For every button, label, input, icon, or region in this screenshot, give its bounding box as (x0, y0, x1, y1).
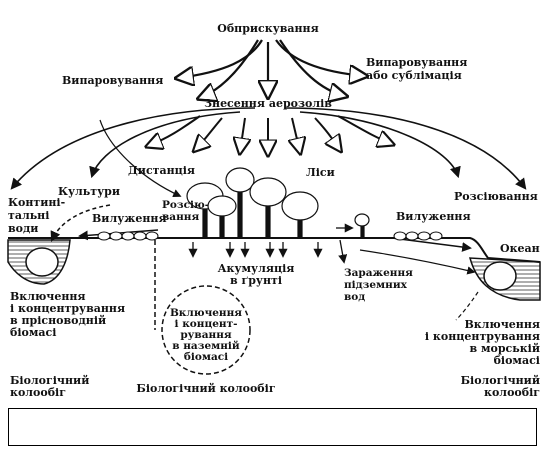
crops-to-water-dashed (50, 204, 111, 242)
terrestrial-inclusion-2: і концент- (175, 318, 238, 330)
accumulation-label-1: Акумуляція (218, 262, 295, 275)
groundwater-to-ocean-arrow (359, 249, 476, 275)
leaching-left-label: Вилуження (92, 212, 167, 225)
contamination-label-3: вод (344, 291, 365, 303)
continental-waters-label-1: Контині- (8, 196, 65, 209)
dispersal-left-label-1: Розсію- (162, 199, 209, 211)
marine-inclusion-3: в морській (469, 342, 540, 355)
contamination-arrow (338, 239, 348, 264)
crop-bumps-left (97, 231, 159, 241)
continental-water-basin (7, 239, 71, 285)
continental-waters-label-2: тальні (8, 209, 49, 222)
aerosol-drift-label: Знесення аерозолів (204, 97, 332, 110)
soil-arrows (188, 223, 354, 258)
spray-fan-arrows (178, 39, 365, 98)
bio-cycle-right-1: Біологічний (461, 374, 540, 387)
forest-trees (186, 167, 370, 239)
bio-cycle-center: Біологічний колообіг (136, 382, 275, 395)
ocean-basin (469, 257, 541, 301)
leaching-right-label: Вилуження (396, 210, 471, 223)
ground-line (7, 237, 541, 263)
bio-cycle-left-1: Біологічний (10, 374, 89, 387)
contamination-label-1: Зараження (344, 267, 413, 279)
terrestrial-inclusion-1: Включення (170, 307, 242, 319)
evaporation-left-label: Випаровування (62, 74, 163, 87)
dispersal-right-label: Розсіювання (454, 190, 538, 203)
evaporation-right-label-2: або сублімація (366, 69, 462, 82)
continental-waters-label-3: води (8, 222, 38, 235)
bio-cycle-right-2: колообіг (484, 386, 540, 399)
outer-arcs (10, 107, 527, 190)
freshwater-inclusion-1: Включення (10, 290, 86, 303)
terrestrial-inclusion-4: в наземній (172, 340, 240, 352)
terrestrial-inclusion-3: рування (180, 329, 232, 341)
marine-inclusion-4: біомасі (494, 354, 540, 367)
forests-label: Ліси (306, 166, 335, 179)
marine-inclusion-2: і концентрування (425, 330, 540, 343)
accumulation-label-2: в ґрунті (230, 274, 282, 287)
crops-label: Культури (58, 185, 120, 198)
spraying-label: Обприскування (217, 22, 319, 35)
contamination-label-2: підземних (344, 279, 408, 291)
answer-box[interactable] (8, 408, 537, 446)
leaching-right-arrow (391, 237, 472, 252)
ocean-label: Океан (500, 242, 540, 255)
aerosol-fan-arrows (148, 115, 392, 154)
dispersal-left-label-2: вання (162, 211, 199, 223)
ocean-to-marine-dashed (455, 291, 479, 321)
terrestrial-inclusion-5: біомасі (184, 351, 228, 363)
freshwater-inclusion-2: і концентрування (10, 302, 125, 315)
bio-cycle-left-2: колообіг (10, 386, 66, 399)
terrestrial-biomass-circle (154, 240, 251, 375)
marine-inclusion-1: Включення (464, 318, 540, 331)
distance-label: Дистанція (128, 164, 195, 177)
distance-line (99, 119, 182, 198)
freshwater-inclusion-3: в прісноводній (10, 314, 106, 327)
evaporation-right-label-1: Випаровування (366, 56, 467, 69)
crop-bumps-right (393, 231, 443, 241)
freshwater-inclusion-4: біомасі (10, 326, 56, 339)
